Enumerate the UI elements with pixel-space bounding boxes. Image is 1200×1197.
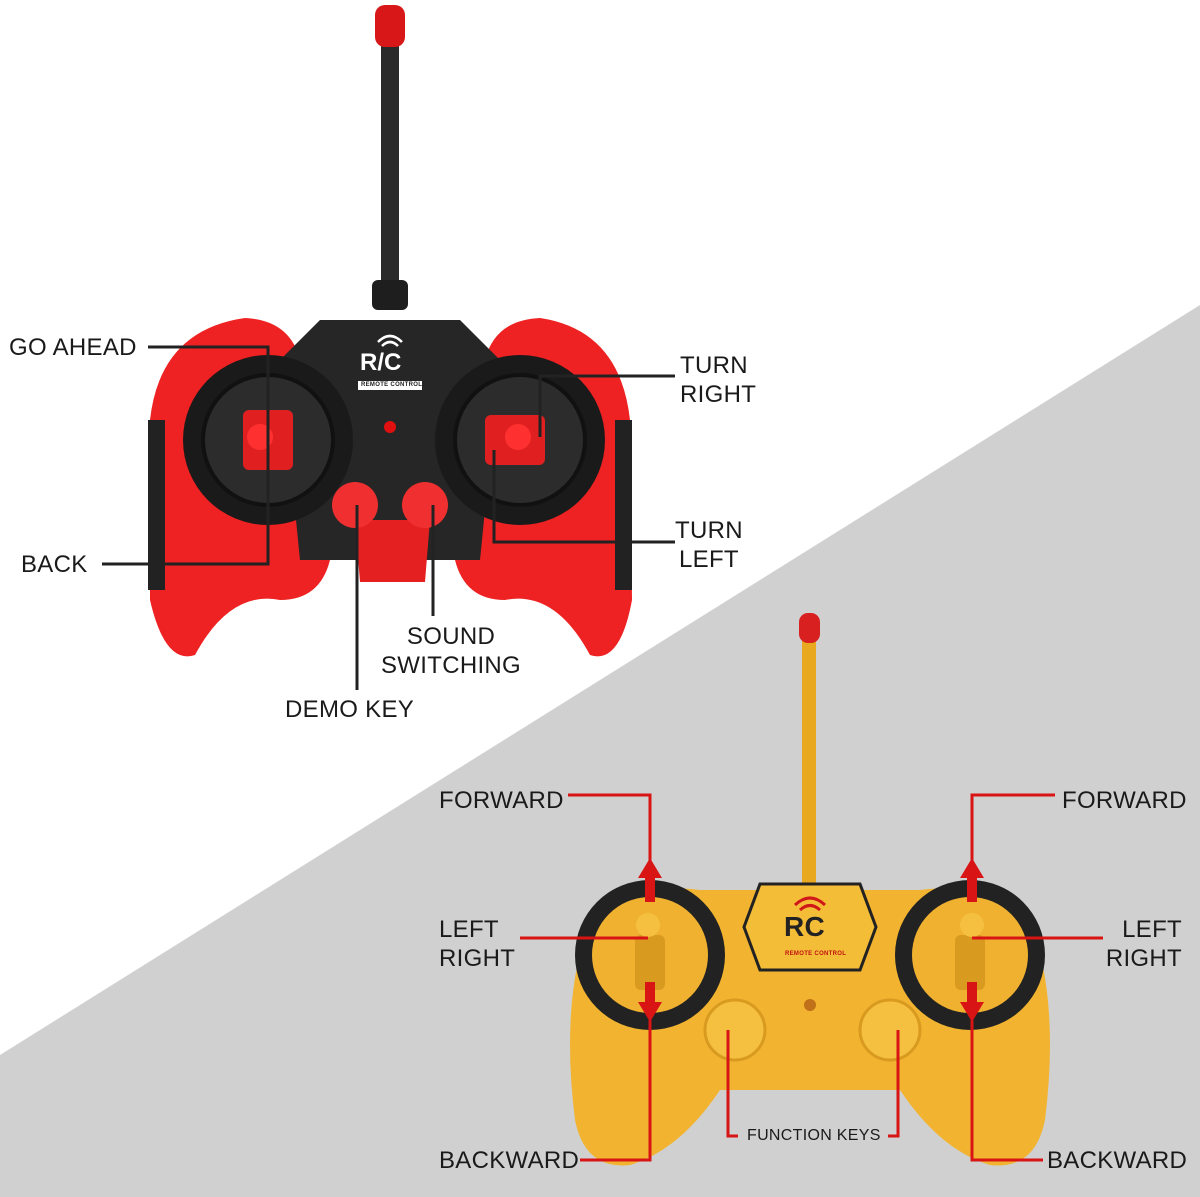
arrow-icons [638, 858, 984, 1022]
yellow-remote-logo: RC [784, 911, 826, 942]
yellow-left-stick [636, 913, 660, 937]
demo-key-button [332, 482, 378, 528]
shape [645, 982, 655, 1004]
yellow-antenna [802, 635, 816, 895]
shape [888, 1030, 900, 1138]
label-forward-left: FORWARD [439, 787, 564, 814]
label-left: LEFT [1122, 916, 1182, 943]
red-led [384, 421, 396, 433]
label-turn-right-line2: RIGHT [680, 381, 757, 408]
red-right-stick [505, 424, 531, 450]
label-backward-left: BACKWARD [439, 1147, 580, 1174]
label-sound-line2: SWITCHING [381, 652, 522, 679]
yellow-leader-lines [520, 793, 1103, 1162]
yellow-remote [570, 613, 1050, 1166]
shape [538, 374, 675, 437]
function-key-left [703, 998, 767, 1062]
shape [635, 935, 665, 990]
shape [970, 1020, 1043, 1162]
function-key-right [858, 998, 922, 1062]
label-back: BACK [21, 551, 88, 578]
shape [492, 450, 675, 544]
shape [638, 1002, 662, 1022]
shape [960, 1002, 984, 1022]
shape [638, 858, 662, 878]
shape [148, 420, 165, 590]
shape [645, 876, 655, 902]
yellow-logo-plaque [742, 882, 878, 972]
label-turn-left-line2: LEFT [678, 546, 739, 573]
shape [148, 345, 270, 437]
label-go-ahead: GO AHEAD [9, 334, 137, 361]
label-right: RIGHT [1105, 945, 1182, 972]
label-backward-right: BACKWARD [1047, 1147, 1188, 1174]
yellow-antenna-tip [799, 613, 820, 643]
shape [580, 1020, 652, 1162]
label-function-keys: FUNCTION KEYS [747, 1127, 881, 1144]
red-antenna [381, 40, 399, 310]
shape [358, 381, 422, 390]
label-turn-right-line1: TURN [680, 352, 748, 379]
shape [372, 280, 408, 310]
red-leader-lines [102, 345, 675, 690]
shape [355, 520, 430, 582]
label-demo-key: DEMO KEY [285, 696, 415, 723]
red-remote-logo: R/C [360, 349, 402, 376]
shape [568, 793, 652, 875]
shape [955, 935, 985, 990]
yellow-right-stick [960, 913, 984, 937]
label-right: RIGHT [439, 945, 516, 972]
label-left: LEFT [439, 916, 499, 943]
red-antenna-tip [375, 5, 405, 47]
red-remote [148, 5, 632, 657]
shape [967, 876, 977, 902]
yellow-led [804, 999, 816, 1011]
label-turn-left-line1: TURN [675, 517, 743, 544]
wifi-icon [377, 334, 403, 347]
shape [102, 437, 270, 566]
shape [960, 858, 984, 878]
shape [615, 420, 632, 590]
yellow-remote-logo-sub: REMOTE CONTROL [785, 951, 847, 957]
label-sound-line1: SOUND [406, 623, 496, 650]
sound-button [402, 482, 448, 528]
shape [726, 1030, 738, 1138]
red-remote-logo-sub: REMOTE CONTROL [361, 382, 423, 388]
shape [970, 793, 1055, 875]
shape [967, 982, 977, 1004]
label-forward-right: FORWARD [1062, 787, 1187, 814]
wifi-icon [793, 896, 827, 912]
